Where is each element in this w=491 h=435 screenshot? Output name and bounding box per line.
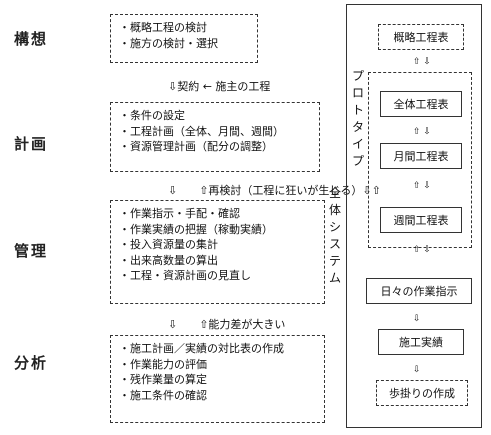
system-frame xyxy=(346,4,482,428)
right-box-outline-schedule: 概略工程表 xyxy=(378,24,464,50)
right-box-monthly-schedule: 月間工程表 xyxy=(380,143,462,169)
list-item: ・施工計画／実績の対比表の作成 xyxy=(119,342,284,355)
right-box-results: 施工実績 xyxy=(378,329,464,355)
system-label: 全体システム xyxy=(328,186,341,285)
right-box-productivity: 歩掛りの作成 xyxy=(376,380,468,406)
arrow-updown-icon: ⇧ ⇩ xyxy=(413,57,431,67)
list-item: ・残作業量の算定 xyxy=(119,373,207,386)
list-item: ・作業能力の評価 xyxy=(119,357,207,371)
list-item: ・作業実績の把握（稼動実績） xyxy=(119,222,273,236)
list-item: ・投入資源量の集計 xyxy=(119,238,218,251)
stage-box-manage: ・作業指示・手配・確認 ・作業実績の把握（稼動実績） ・投入資源量の集計 ・出来… xyxy=(110,200,325,304)
list-item: ・工程計画（全体、月間、週間） xyxy=(119,124,284,138)
stage-box-plan: ・概略工程の検討 ・施方の検討・選択 xyxy=(110,14,258,63)
connector-capacity: ⇩ ⇧能力差が大きい xyxy=(168,318,286,331)
stage-label-plan: 構想 xyxy=(14,30,49,48)
connector-review: ⇩ ⇧再検討（工程に狂いが生じる）⇩⇧ xyxy=(168,184,381,197)
stage-box-design: ・条件の設定 ・工程計画（全体、月間、週間） ・資源管理計画（配分の調整） xyxy=(110,102,320,172)
list-item: ・条件の設定 xyxy=(119,109,185,122)
prototype-frame xyxy=(368,72,472,248)
list-item: ・作業指示・手配・確認 xyxy=(119,207,240,220)
list-item: ・概略工程の検討 xyxy=(119,21,207,34)
list-item: ・施方の検討・選択 xyxy=(119,36,218,50)
stage-label-design: 計画 xyxy=(14,135,49,153)
stage-label-manage: 管理 xyxy=(14,242,49,260)
arrow-updown-icon: ⇧ ⇩ xyxy=(413,181,431,191)
arrow-updown-icon: ⇧ ⇩ xyxy=(413,245,431,255)
right-box-overall-schedule: 全体工程表 xyxy=(380,91,462,117)
stage-box-analyze: ・施工計画／実績の対比表の作成 ・作業能力の評価 ・残作業量の算定 ・施工条件の… xyxy=(110,335,325,423)
stage-label-analyze: 分析 xyxy=(14,354,49,372)
list-item: ・資源管理計画（配分の調整） xyxy=(119,140,273,153)
list-item: ・施工条件の確認 xyxy=(119,388,207,402)
list-item: ・出来高数量の算出 xyxy=(119,253,218,267)
arrow-down-icon: ⇩ xyxy=(413,314,421,324)
prototype-label: プロトタイプ xyxy=(351,69,364,168)
right-box-daily-instructions: 日々の作業指示 xyxy=(366,278,472,304)
list-item: ・工程・資源計画の見直し xyxy=(119,269,251,282)
arrow-updown-icon: ⇧ ⇩ xyxy=(413,127,431,137)
connector-contract: ⇩契約 ← 施主の工程 xyxy=(168,80,271,93)
arrow-down-icon: ⇩ xyxy=(413,365,421,375)
right-box-weekly-schedule: 週間工程表 xyxy=(380,207,462,233)
